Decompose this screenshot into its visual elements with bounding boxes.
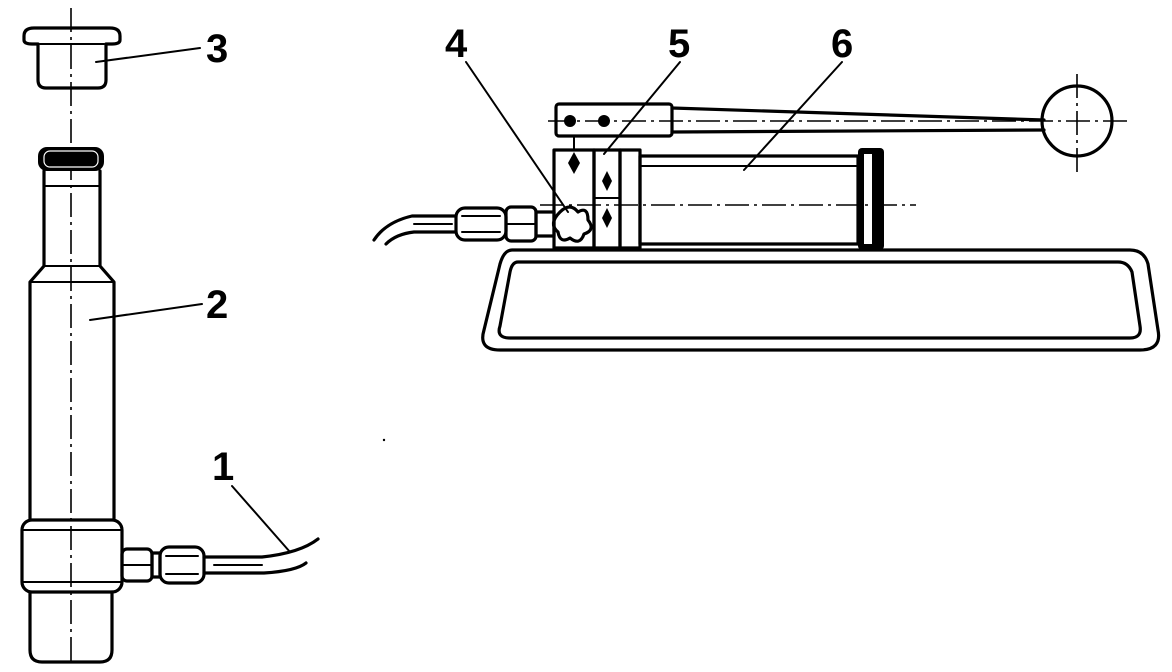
check-valve-part-5 [592,148,622,250]
leader-line-2 [89,303,203,321]
leader-lines [89,47,843,553]
valve-block-part-4 [551,135,596,250]
speck [382,438,386,442]
reservoir-cylinder-part-6 [540,148,916,250]
callout-3: 3 [206,27,228,71]
callout-6: 6 [831,22,853,66]
leader-line-5 [603,61,681,155]
leader-line-6 [743,61,843,171]
callout-4: 4 [445,22,468,66]
leader-line-4 [465,61,569,213]
cylinder-body-part-2 [20,147,124,664]
base-tray [481,248,1161,352]
callout-5: 5 [668,22,690,66]
hand-pump-assembly [372,74,1161,352]
callout-2: 2 [206,283,228,327]
leader-line-3 [95,47,201,63]
handle-lever [548,74,1128,172]
hose-part-1 [120,537,320,585]
leader-line-1 [231,485,291,553]
vertical-cylinder-assembly [20,8,320,666]
callout-1: 1 [212,445,234,489]
cap-part-3 [22,26,122,90]
pump-hose [372,205,556,246]
